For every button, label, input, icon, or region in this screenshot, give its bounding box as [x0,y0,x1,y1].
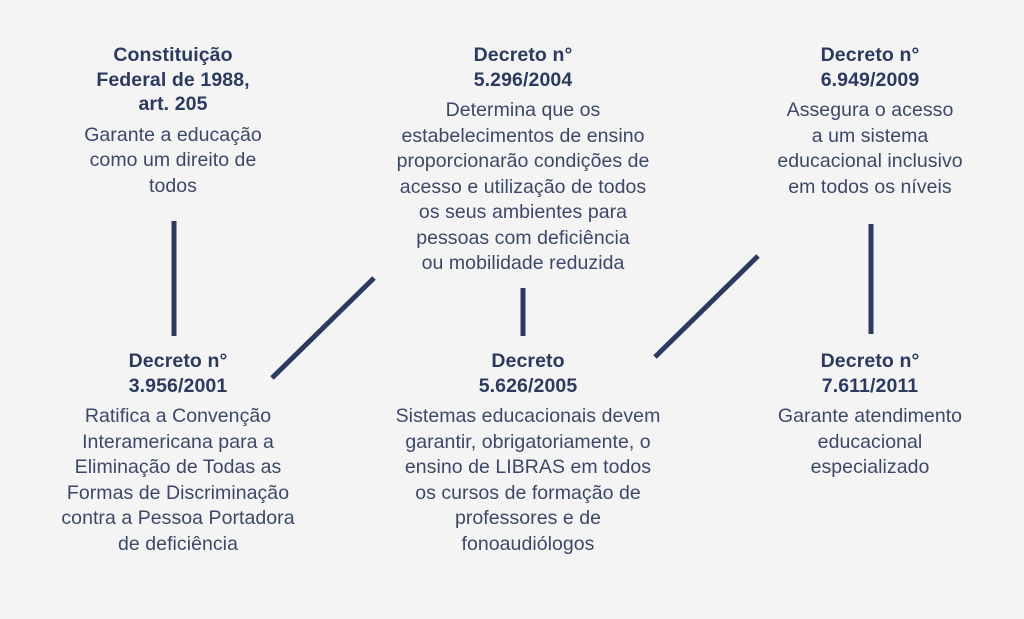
node-title: Constituição Federal de 1988, art. 205 [96,44,250,115]
node-description: Sistemas educacionais devem garantir, ob… [395,405,661,555]
node-title: Decreto n° 7.611/2011 [820,350,920,397]
node-description: Garante atendimento educacional especial… [777,405,963,478]
node-constituicao-1988: Constituição Federal de 1988, art. 205 G… [33,43,313,199]
node-description: Garante a educação como um direito de to… [84,123,262,197]
node-description: Assegura o acesso a um sistema educacion… [777,99,963,198]
node-decreto-5296-2004: Decreto n° 5.296/2004 Determina que os e… [372,43,674,277]
node-title: Decreto n° 6.949/2009 [820,44,920,91]
node-title: Decreto n° 5.296/2004 [473,44,573,91]
node-decreto-6949-2009: Decreto n° 6.949/2009 Assegura o acesso … [735,43,1005,200]
node-decreto-3956-2001: Decreto n° 3.956/2001 Ratifica a Convenç… [33,349,323,557]
node-title: Decreto 5.626/2005 [478,350,578,397]
node-description: Ratifica a Convenção Interamericana para… [61,405,295,555]
node-title: Decreto n° 3.956/2001 [128,350,228,397]
node-decreto-5626-2005: Decreto 5.626/2005 Sistemas educacionais… [367,349,689,557]
node-decreto-7611-2011: Decreto n° 7.611/2011 Garante atendiment… [735,349,1005,481]
node-description: Determina que os estabelecimentos de ens… [396,99,650,274]
